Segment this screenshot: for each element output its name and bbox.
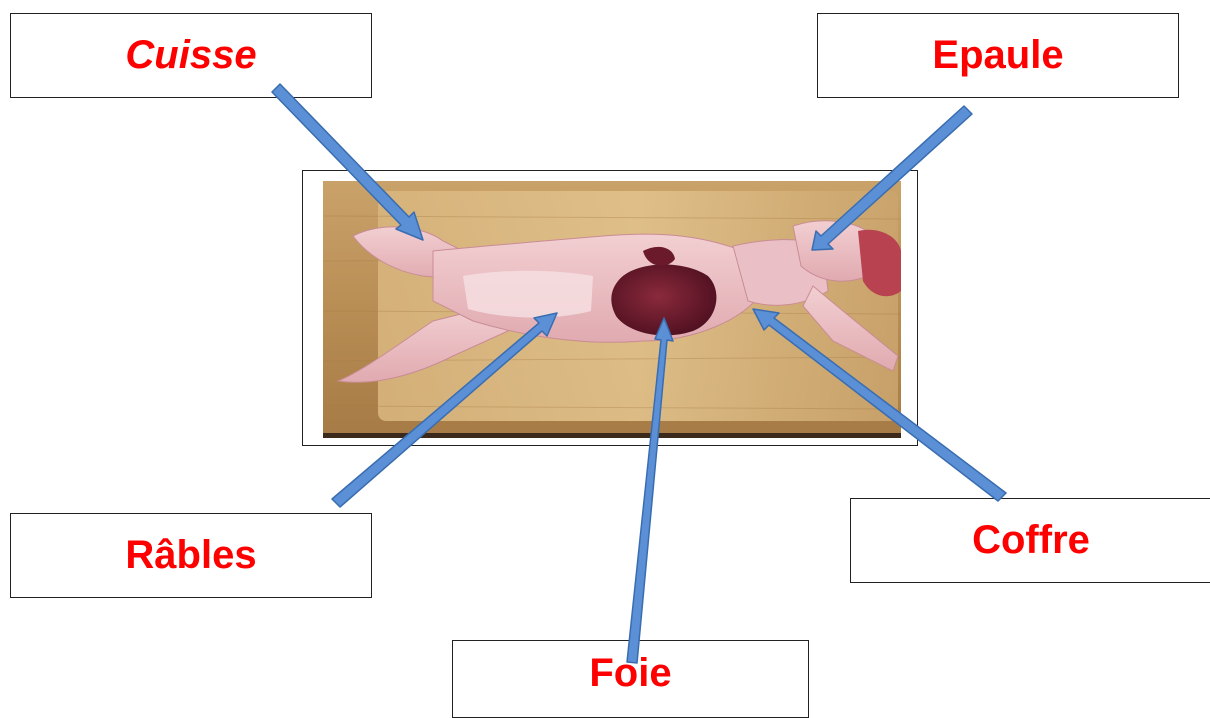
arrow-rables — [332, 313, 557, 507]
arrow-epaule — [812, 106, 972, 250]
arrow-cuisse — [272, 84, 423, 240]
arrow-foie — [627, 318, 673, 663]
arrow-coffre — [753, 309, 1006, 501]
